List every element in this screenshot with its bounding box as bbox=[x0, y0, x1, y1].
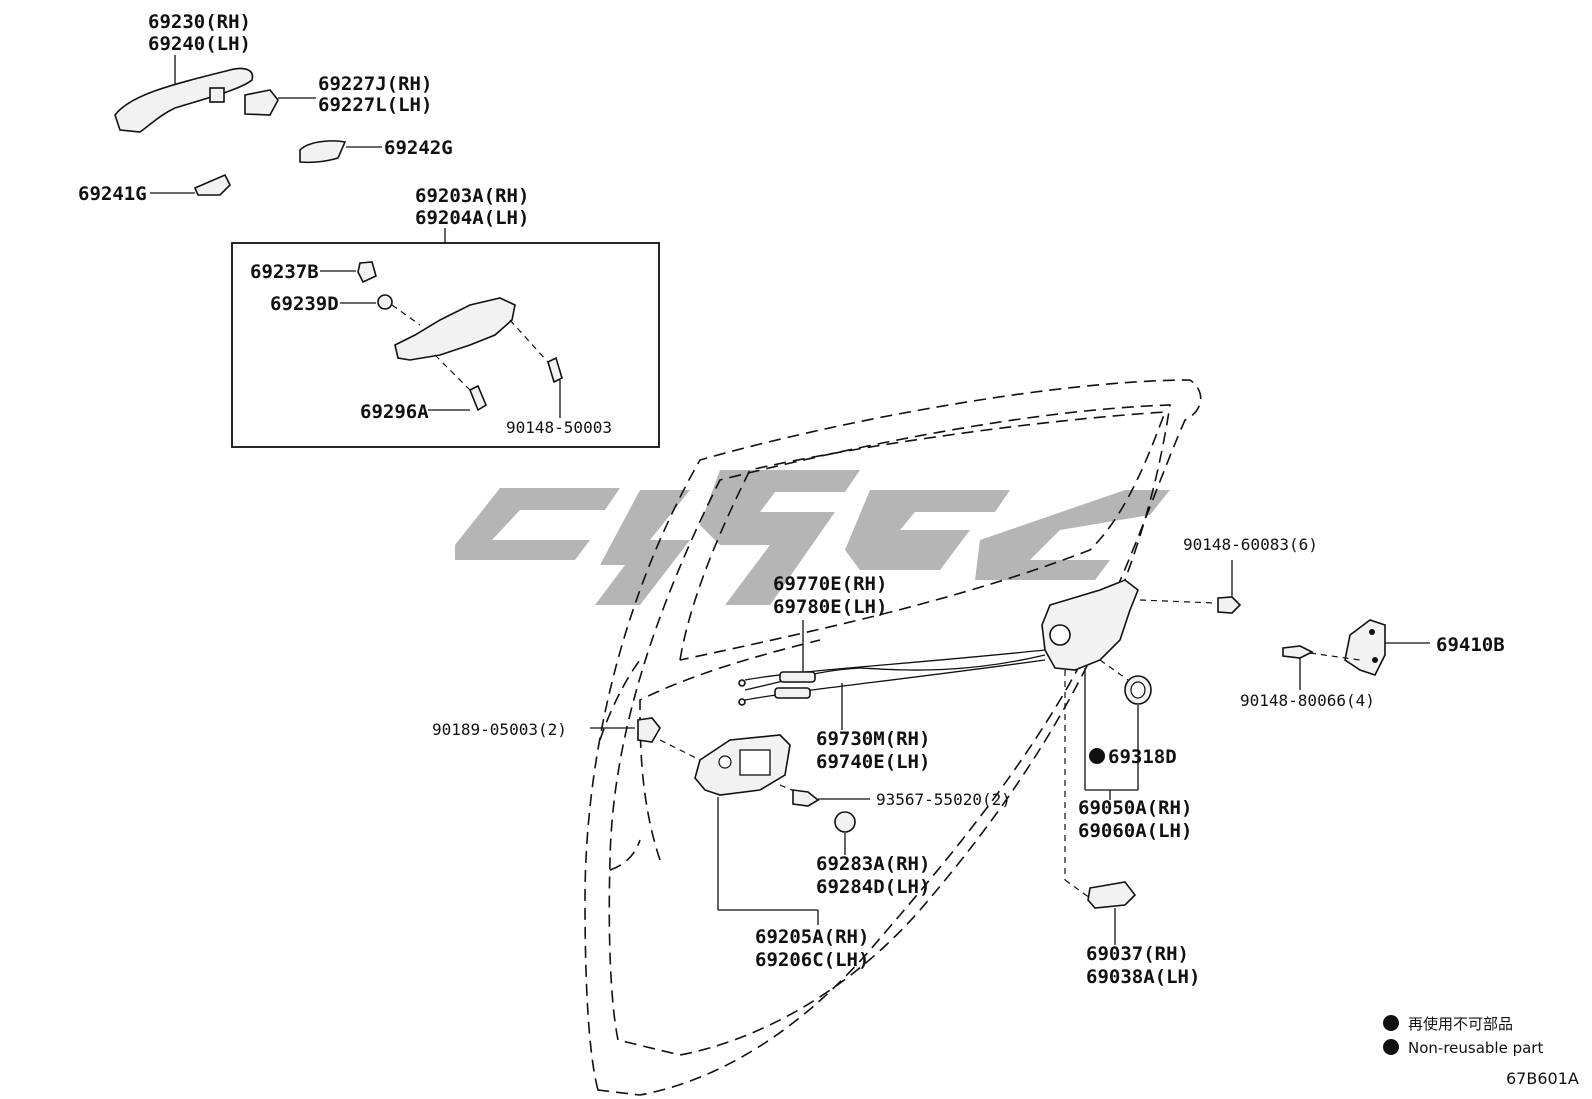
label-69242g: 69242G bbox=[384, 137, 453, 159]
non-reusable-marker bbox=[1089, 748, 1105, 764]
label-69239d: 69239D bbox=[270, 293, 339, 315]
door-striker-part bbox=[1282, 619, 1430, 690]
label-69230: 69230(RH) bbox=[148, 11, 251, 33]
lock-bracket-part bbox=[1064, 879, 1137, 945]
handle-frame-part bbox=[320, 261, 563, 418]
label-69060a: 69060A(LH) bbox=[1078, 820, 1192, 842]
lock-screw-part bbox=[1217, 560, 1242, 614]
handle-cap-part bbox=[244, 89, 316, 116]
label-69283a: 69283A(RH) bbox=[816, 853, 930, 875]
legend: 再使用不可部品 Non-reusable part bbox=[1383, 1015, 1543, 1057]
inside-handle-part bbox=[590, 717, 870, 925]
label-69780e: 69780E(LH) bbox=[773, 596, 887, 618]
label-69205a: 69205A(RH) bbox=[755, 926, 869, 948]
label-69206c: 69206C(LH) bbox=[755, 949, 869, 971]
handle-pad-front-part bbox=[150, 173, 231, 196]
door-lock-assembly-part bbox=[1041, 579, 1216, 880]
label-90148-80066: 90148-80066(4) bbox=[1240, 691, 1375, 710]
label-69227j: 69227J(RH) bbox=[318, 73, 432, 95]
legend-jp: 再使用不可部品 bbox=[1408, 1015, 1513, 1033]
label-69730m: 69730M(RH) bbox=[816, 728, 930, 750]
handle-pad-part bbox=[299, 140, 382, 164]
label-69203a: 69203A(RH) bbox=[415, 185, 529, 207]
legend-bullet-icon bbox=[1383, 1015, 1399, 1031]
label-69241g: 69241G bbox=[78, 183, 147, 205]
label-90148-60083: 90148-60083(6) bbox=[1183, 535, 1318, 554]
label-90189-05003: 90189-05003(2) bbox=[432, 720, 567, 739]
label-69296a: 69296A bbox=[360, 401, 429, 423]
rear-door-outline bbox=[584, 379, 1202, 1096]
label-69038a: 69038A(LH) bbox=[1086, 966, 1200, 988]
label-69318d: 69318D bbox=[1108, 746, 1177, 768]
label-69237b: 69237B bbox=[250, 261, 319, 283]
handle-frame-group-box bbox=[231, 242, 660, 448]
label-69204a: 69204A(LH) bbox=[415, 207, 529, 229]
label-69037: 69037(RH) bbox=[1086, 943, 1189, 965]
label-69284d: 69284D(LH) bbox=[816, 876, 930, 898]
label-69227l: 69227L(LH) bbox=[318, 94, 432, 116]
diagram-code: 67B601A bbox=[1506, 1069, 1579, 1088]
seal-part bbox=[1089, 675, 1152, 764]
label-69050a: 69050A(RH) bbox=[1078, 797, 1192, 819]
label-90148-50003: 90148-50003 bbox=[506, 418, 612, 437]
label-69240: 69240(LH) bbox=[148, 33, 251, 55]
label-69410b: 69410B bbox=[1436, 634, 1505, 656]
lock-cable-part bbox=[738, 620, 1046, 730]
legend-bullet-icon bbox=[1383, 1039, 1399, 1055]
legend-en: Non-reusable part bbox=[1408, 1039, 1543, 1057]
label-69740e: 69740E(LH) bbox=[816, 751, 930, 773]
label-93567-55020: 93567-55020(2) bbox=[876, 790, 1011, 809]
watermark-logo bbox=[455, 470, 1170, 605]
outside-handle-part bbox=[114, 55, 254, 133]
label-69770e: 69770E(RH) bbox=[773, 573, 887, 595]
